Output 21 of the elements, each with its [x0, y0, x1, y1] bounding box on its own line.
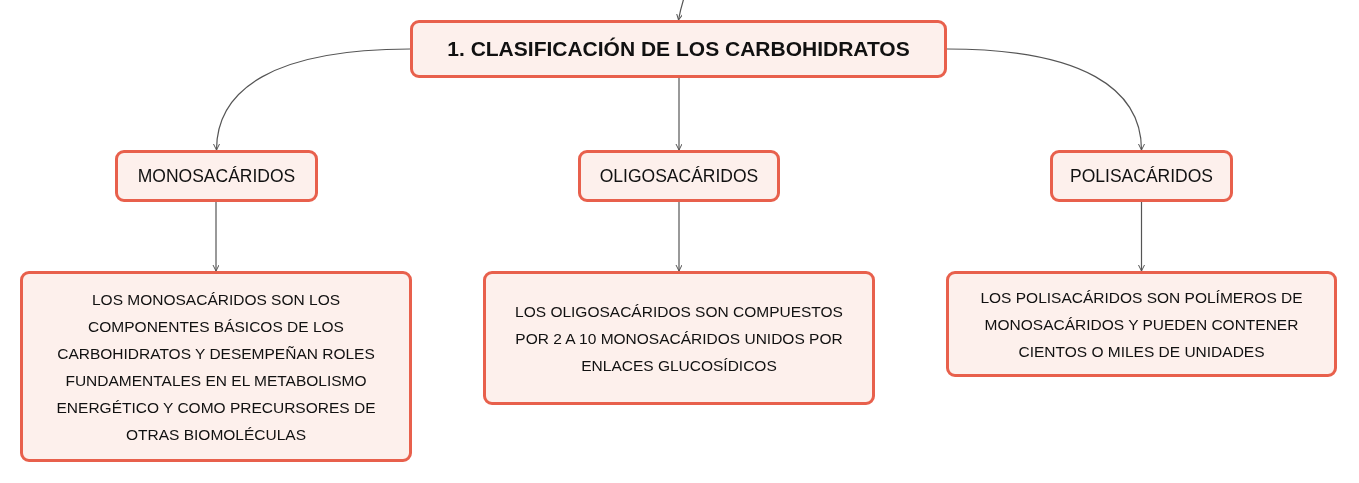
- node-text: 1. CLASIFICACIÓN DE LOS CARBOHIDRATOS: [447, 36, 910, 62]
- connector-arrow: [1138, 201, 1145, 272]
- connector-arrow: [675, 201, 683, 272]
- node-text: OLIGOSACÁRIDOS: [599, 165, 759, 187]
- description-box: [20, 271, 412, 462]
- node-text: POLISACÁRIDOS: [1070, 165, 1213, 187]
- connector-arrow: [213, 48, 411, 151]
- subtopic-box: [115, 150, 318, 202]
- topic-box: [410, 20, 947, 78]
- connector-arrow: [675, 77, 683, 151]
- connector-arrow: [946, 48, 1145, 151]
- node-text: LOS POLISACÁRIDOS SON POLÍMEROS DE MONOSACÁRIDOS Y PUEDEN CONTENER CIENTOS O MILES DE UNIDADES: [979, 287, 1304, 362]
- description-box: [483, 271, 875, 405]
- node-text: LOS MONOSACÁRIDOS SON LOS COMPONENTES BÁSICOS DE LOS CARBOHIDRATOS Y DESEMPEÑAN ROLES FUNDAMENTALES EN EL METABOLISMO ENERGÉTICO Y COMO PRECURSORES DE OTRAS BIOMOLÉCULAS: [55, 289, 377, 445]
- connector-arrow: [676, 0, 685, 21]
- description-box: [946, 271, 1337, 377]
- node-text: MONOSACÁRIDOS: [137, 165, 296, 187]
- node-text: LOS OLIGOSACÁRIDOS SON COMPUESTOS POR 2 A 10 MONOSACÁRIDOS UNIDOS POR ENLACES GLUCOSÍDICOS: [514, 301, 844, 376]
- subtopic-box: [578, 150, 780, 202]
- connector-arrow: [212, 201, 220, 272]
- subtopic-box: [1050, 150, 1233, 202]
